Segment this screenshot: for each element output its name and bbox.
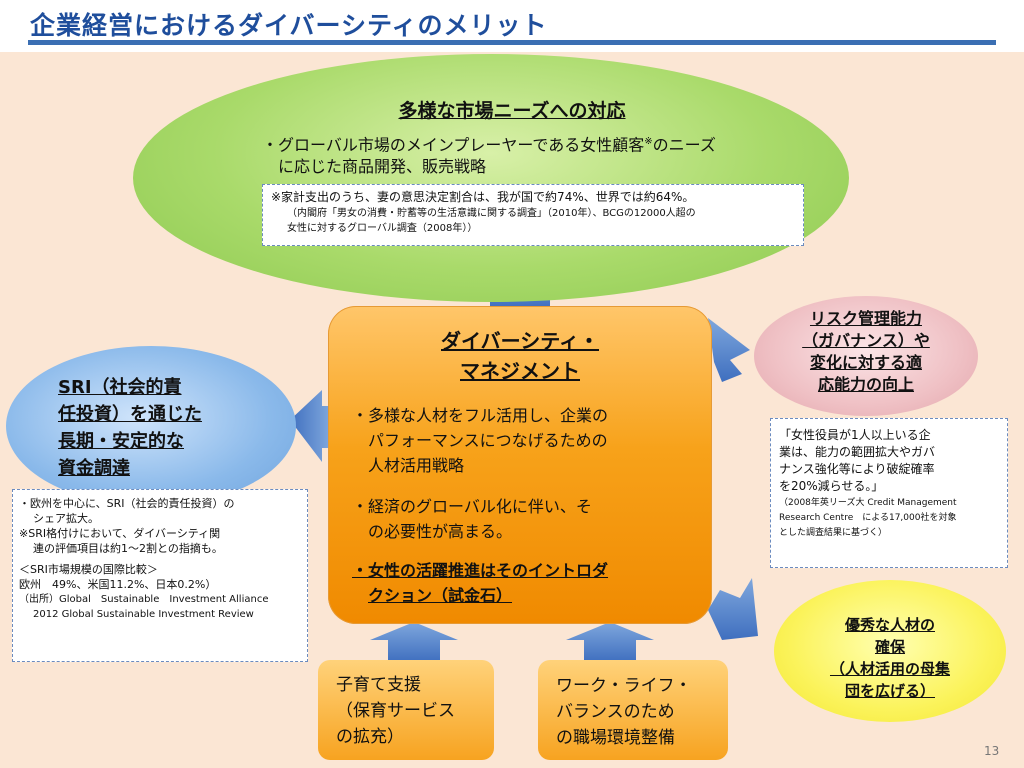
arrow-up-from-wlb — [566, 622, 654, 662]
center-point-line: ・経済のグローバル化に伴い、そ — [352, 497, 592, 516]
risk-heading-line: 応能力の向上 — [817, 375, 914, 394]
risk-heading-line: リスク管理能力 — [809, 309, 922, 328]
risk-note: 「女性役員が1人以上いる企 業は、能力の範囲拡大やガバ ナンス強化等により破綻確… — [770, 418, 1008, 568]
risk-note-line: （2008年英リーズ大 Credit Management — [779, 498, 957, 508]
market-needs-note-line2: （内閣府「男女の消費・貯蓄等の生活意識に関する調査」（2010年）、BCGの12… — [287, 208, 696, 219]
work-life-balance-text: ワーク・ライフ・ バランスのため の職場環境整備 — [556, 673, 726, 751]
risk-note-line: 「女性役員が1人以上いる企 — [779, 428, 931, 442]
wlb-line: の職場環境整備 — [556, 728, 675, 748]
arrow-right-to-talent — [708, 578, 758, 640]
arrow-left-to-sri — [290, 390, 330, 462]
footnote-mark: ※ — [644, 136, 653, 147]
sri-note-line: （出所）Global Sustainable Investment Allian… — [19, 594, 269, 605]
center-heading-line: ダイバーシティ・ — [441, 329, 599, 353]
talent-heading-line: 団を広げる） — [844, 682, 935, 700]
center-point-1: ・多様な人材をフル活用し、企業の パフォーマンスにつなげるための 人材活用戦略 — [352, 403, 702, 478]
page-title: 企業経営におけるダイバーシティのメリット — [30, 11, 548, 40]
talent-heading: 優秀な人材の 確保 （人材活用の母集 団を広げる） — [774, 614, 1006, 702]
market-needs-line1-tail: のニーズ — [652, 135, 716, 155]
risk-ellipse — [754, 296, 978, 416]
wlb-line: ワーク・ライフ・ — [556, 676, 692, 696]
market-needs-line1: ・グローバル市場のメインプレーヤーである女性顧客 — [262, 135, 645, 155]
risk-heading-line: 変化に対する適 — [809, 353, 922, 372]
sri-heading-line: 長期・安定的な — [58, 431, 184, 452]
market-needs-body: ・グローバル市場のメインプレーヤーである女性顧客※のニーズ に応じた商品開発、販… — [262, 131, 802, 178]
work-life-balance-box — [538, 660, 728, 760]
risk-note-line: とした調査結果に基づく） — [779, 528, 888, 538]
sri-note-line: ＜SRI市場規模の国際比較＞ — [19, 563, 158, 576]
market-needs-note-line3: 女性に対するグローバル調査（2008年）） — [287, 223, 478, 234]
risk-note-line: ナンス強化等により破綻確率 — [779, 462, 935, 476]
center-point-line: の必要性が高まる。 — [368, 522, 513, 541]
wlb-line: バランスのため — [556, 702, 675, 722]
center-point-line: クション（試金石） — [368, 586, 513, 605]
risk-heading: リスク管理能力 （ガバナンス）や 変化に対する適 応能力の向上 — [754, 308, 978, 396]
center-point-line: パフォーマンスにつなげるための — [368, 431, 608, 450]
talent-ellipse — [774, 580, 1006, 722]
childcare-line: 子育て支援 — [336, 675, 421, 695]
talent-heading-line: 優秀な人材の — [844, 616, 935, 634]
center-point-line: 人材活用戦略 — [368, 456, 465, 475]
center-point-2: ・経済のグローバル化に伴い、そ の必要性が高まる。 — [352, 494, 702, 544]
risk-note-line: Research Centre による17,000社を対象 — [779, 513, 957, 523]
center-point-line: ・多様な人材をフル活用し、企業の — [352, 406, 609, 425]
sri-ellipse — [6, 346, 296, 506]
childcare-support-box — [318, 660, 494, 760]
market-needs-note: ※家計支出のうち、妻の意思決定割合は、我が国で約74%、世界では約64%。 （内… — [262, 184, 804, 246]
market-needs-heading: 多様な市場ニーズへの対応 — [398, 100, 626, 122]
risk-heading-line: （ガバナンス）や — [802, 331, 930, 350]
risk-note-line: を20%減らせる。」 — [779, 479, 884, 493]
diversity-management-box — [328, 306, 712, 624]
sri-heading-line: SRI（社会的責 — [58, 377, 182, 398]
sri-note-line: 連の評価項目は約1～2割との指摘も。 — [33, 542, 223, 555]
childcare-support-text: 子育て支援 （保育サービス の拡充） — [336, 672, 486, 750]
market-needs-note-line1: ※家計支出のうち、妻の意思決定割合は、我が国で約74%、世界では約64%。 — [271, 190, 695, 204]
sri-heading-line: 任投資）を通じた — [58, 404, 202, 425]
talent-heading-line: 確保 — [874, 638, 905, 656]
risk-note-line: 業は、能力の範囲拡大やガバ — [779, 445, 936, 459]
market-needs-ellipse — [133, 54, 849, 302]
arrow-up-from-childcare — [370, 622, 458, 662]
center-heading-line: マネジメント — [460, 359, 580, 383]
sri-note-line: 欧州 49%、米国11.2%、日本0.2%） — [19, 578, 217, 591]
center-point-3: ・女性の活躍推進はそのイントロダ クション（試金石） — [352, 558, 702, 608]
sri-note-line: 2012 Global Sustainable Investment Revie… — [33, 609, 254, 620]
diversity-management-heading: ダイバーシティ・ マネジメント — [328, 326, 712, 386]
arrow-right-to-risk — [708, 318, 750, 382]
childcare-line: の拡充） — [336, 727, 404, 747]
talent-heading-line: （人材活用の母集 — [829, 660, 950, 678]
sri-heading-line: 資金調達 — [58, 458, 130, 479]
page-number: 13 — [984, 744, 1000, 758]
sri-note-line: シェア拡大。 — [33, 512, 99, 525]
sri-note-line: ※SRI格付けにおいて、ダイバーシティ関 — [19, 527, 221, 540]
title-underline-rule — [28, 40, 996, 45]
childcare-line: （保育サービス — [336, 701, 455, 721]
sri-note-line: ・欧州を中心に、SRI（社会的責任投資）の — [19, 497, 235, 510]
sri-heading: SRI（社会的責 任投資）を通じた 長期・安定的な 資金調達 — [58, 374, 278, 482]
market-needs-line2: に応じた商品開発、販売戦略 — [278, 157, 487, 177]
center-point-line: ・女性の活躍推進はそのイントロダ — [352, 561, 609, 580]
sri-note: ・欧州を中心に、SRI（社会的責任投資）の シェア拡大。 ※SRI格付けにおいて… — [12, 489, 308, 662]
